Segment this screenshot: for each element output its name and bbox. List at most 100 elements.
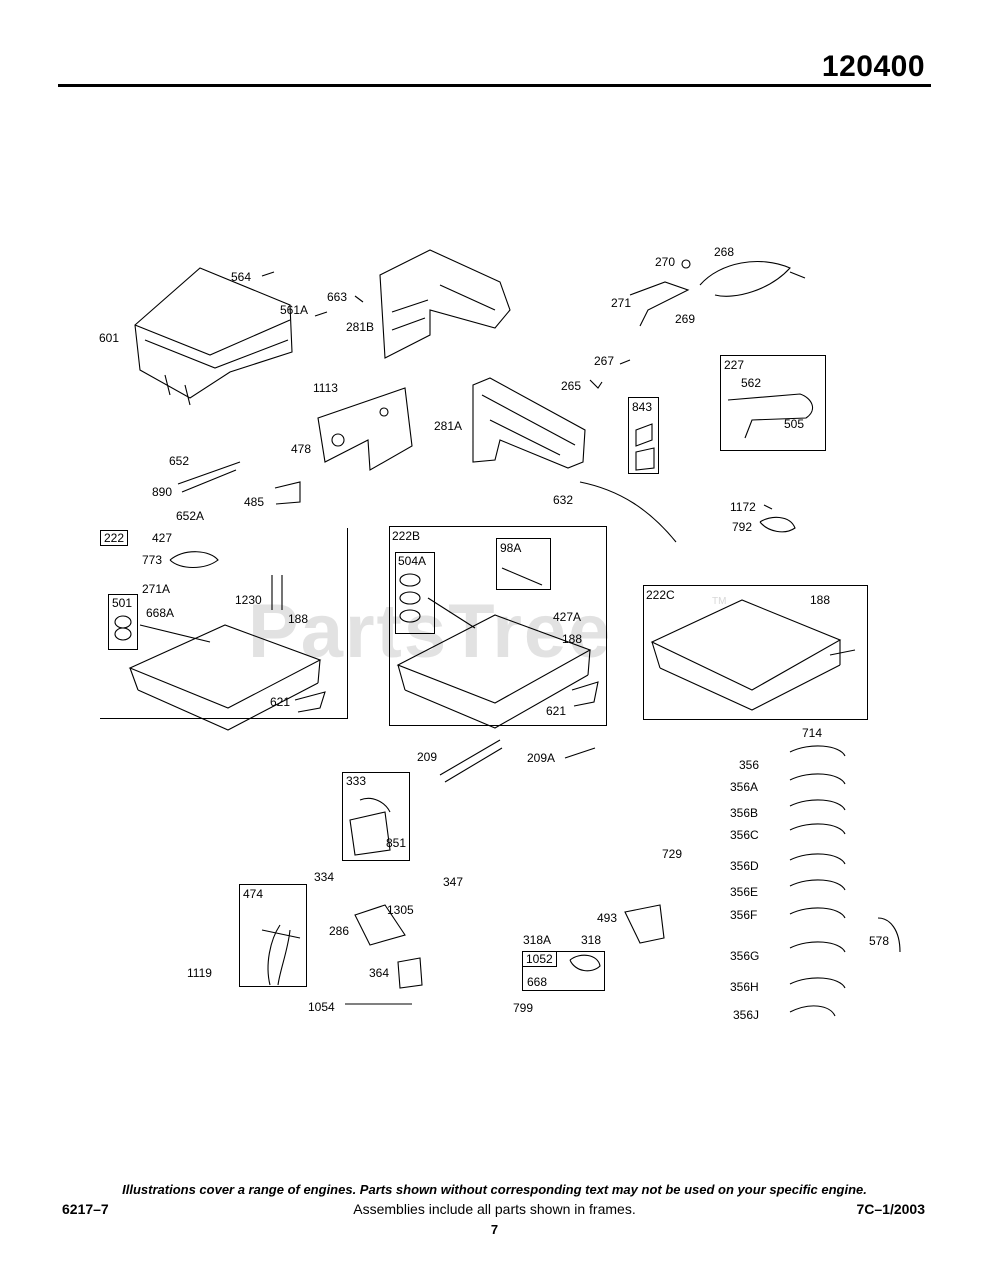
part-label: 714 xyxy=(802,726,823,740)
part-label: 1119 xyxy=(187,966,212,980)
frame-501 xyxy=(108,594,138,650)
part-label: 286 xyxy=(329,924,350,938)
part-label: 1054 xyxy=(308,1000,335,1014)
frame-222c xyxy=(643,585,868,720)
part-label: 478 xyxy=(291,442,312,456)
part-label: 493 xyxy=(597,911,618,925)
part-label: 621 xyxy=(546,704,567,718)
part-label: 209A xyxy=(527,751,556,765)
part-label: 356D xyxy=(730,859,759,873)
page-title: 120400 xyxy=(821,50,925,83)
part-label: 621 xyxy=(270,695,291,709)
sensor-art xyxy=(354,904,423,989)
footer-revision: 7C–1/2003 xyxy=(856,1201,925,1217)
footer-assemblies-note: Assemblies include all parts shown in fr… xyxy=(353,1201,636,1217)
part-label: 356A xyxy=(730,780,759,794)
header-rule xyxy=(58,84,931,87)
blower-housing-art xyxy=(134,267,293,406)
washers-501-art xyxy=(114,615,132,641)
part-label: 356 xyxy=(739,758,760,772)
frame-333 xyxy=(342,772,410,861)
spring-art xyxy=(759,504,796,533)
frame-227-tag: 227 xyxy=(724,358,745,372)
part-label: 356H xyxy=(730,980,759,994)
control-base-222-art xyxy=(128,551,326,731)
frame-504a-tag: 504A xyxy=(398,554,427,568)
footer-note: Illustrations cover a range of engines. … xyxy=(122,1182,867,1197)
part-label: 364 xyxy=(369,966,390,980)
part-label: 668A xyxy=(146,606,175,620)
shroud-281b-art xyxy=(379,249,511,359)
watermark-trademark: TM xyxy=(712,596,727,607)
part-label: 1172 xyxy=(730,500,756,514)
part-label: 890 xyxy=(152,485,173,499)
cable-578-art xyxy=(877,917,901,953)
control-base-222b-art xyxy=(396,614,599,729)
frame-222 xyxy=(100,528,348,719)
part-label: 562 xyxy=(741,376,762,390)
part-843-art xyxy=(635,423,655,471)
part-label: 578 xyxy=(869,934,890,948)
part-label: 334 xyxy=(314,870,335,884)
throttle-art xyxy=(629,259,806,327)
part-label: 188 xyxy=(810,593,831,607)
part-label: 271 xyxy=(611,296,632,310)
shroud-281a-art xyxy=(472,377,586,469)
part-label: 318 xyxy=(581,933,602,947)
part-label: 318A xyxy=(523,933,552,947)
lever-227-art xyxy=(727,393,814,439)
part-label: 356C xyxy=(730,828,759,842)
cable-632-art xyxy=(579,481,677,543)
cable-series-356-art xyxy=(789,745,846,1017)
part-label: 561A xyxy=(280,303,309,317)
frame-222-tag: 222 xyxy=(100,530,129,546)
part-label: 270 xyxy=(655,255,676,269)
frame-843-tag: 843 xyxy=(632,400,653,414)
frame-474 xyxy=(239,884,307,987)
part-label: 281A xyxy=(434,419,463,433)
frame-222c-tag: 222C xyxy=(646,588,675,602)
part-1052-art xyxy=(569,954,601,972)
part-label: 188 xyxy=(288,612,309,626)
part-label: 267 xyxy=(594,354,615,368)
watermark: PartsTree xyxy=(248,589,613,674)
part-label: 792 xyxy=(732,520,753,534)
frame-501-tag: 501 xyxy=(112,596,133,610)
frame-1052 xyxy=(522,951,605,991)
part-label: 1230 xyxy=(235,593,262,607)
part-label: 632 xyxy=(553,493,574,507)
part-label: 601 xyxy=(99,331,120,345)
frame-504a xyxy=(395,552,435,634)
part-label: 652 xyxy=(169,454,190,468)
part-label: 427A xyxy=(553,610,582,624)
frame-98a xyxy=(496,538,551,590)
screws-art xyxy=(261,271,364,317)
page-number: 7 xyxy=(490,1222,499,1237)
part-label: 188 xyxy=(562,632,583,646)
bracket-209-art xyxy=(439,739,596,783)
part-label: 1113 xyxy=(313,381,338,395)
part-label: 271A xyxy=(142,582,171,596)
part-label: 281B xyxy=(346,320,375,334)
frame-98a-tag: 98A xyxy=(500,541,522,555)
frame-227 xyxy=(720,355,826,451)
frame-1052-tag: 1052 xyxy=(522,951,557,967)
part-label: 668 xyxy=(527,975,548,989)
part-label: 663 xyxy=(327,290,348,304)
part-label: 356B xyxy=(730,806,759,820)
frame-843 xyxy=(628,397,659,474)
part-label: 356E xyxy=(730,885,759,899)
frame-333-tag: 333 xyxy=(346,774,367,788)
part-label: 356F xyxy=(730,908,758,922)
spring-stack-504a-art xyxy=(399,573,421,623)
leader-504a xyxy=(427,597,476,629)
bracket-493-art xyxy=(624,904,665,944)
leader-501 xyxy=(139,624,211,643)
linkage-art xyxy=(177,461,301,505)
part-label: 1305 xyxy=(387,903,414,917)
part-label: 209 xyxy=(417,750,438,764)
frame-474-tag: 474 xyxy=(243,887,264,901)
part-label: 505 xyxy=(784,417,805,431)
small-parts-art xyxy=(589,359,631,389)
